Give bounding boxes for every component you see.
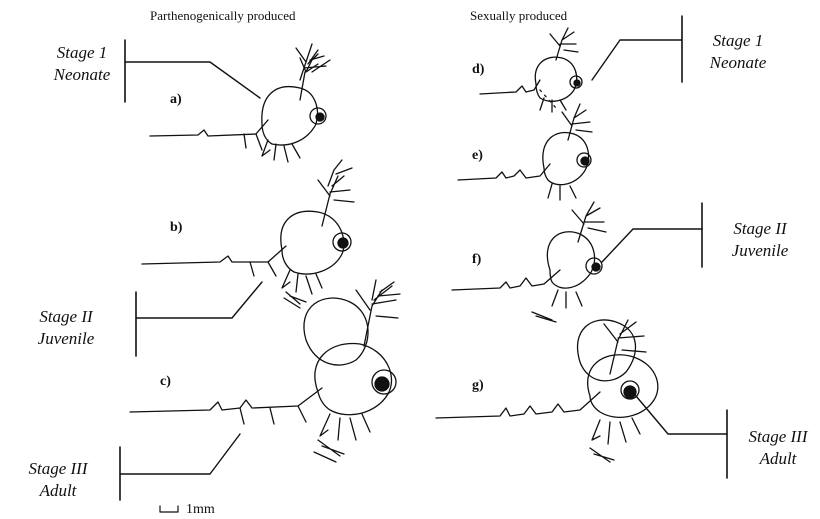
daphnia-g	[436, 320, 658, 462]
daphnia-c	[130, 280, 400, 462]
scale-bar	[160, 506, 178, 512]
leader-left-2	[136, 282, 262, 356]
leader-left-1	[125, 40, 260, 102]
leader-right-2	[602, 203, 702, 267]
leader-right-3	[636, 396, 727, 478]
daphnia-b	[142, 160, 354, 308]
daphnia-d	[480, 28, 582, 112]
daphnia-e	[458, 104, 592, 200]
leader-right-1	[540, 16, 682, 108]
daphnia-f	[452, 202, 606, 322]
leader-left-3	[120, 434, 240, 500]
